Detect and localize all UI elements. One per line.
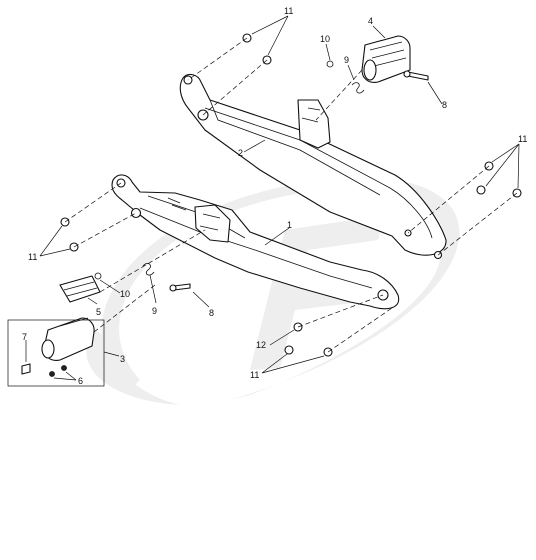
callout-11: 11 [284, 6, 293, 16]
callout-3: 3 [120, 354, 125, 364]
alignment-lines [64, 37, 518, 353]
callout-10: 10 [120, 289, 130, 299]
callout-7: 7 [22, 332, 27, 342]
callout-11: 11 [250, 370, 259, 380]
callout-8: 8 [442, 100, 447, 110]
callout-2: 2 [238, 148, 243, 158]
callout-8: 8 [209, 308, 214, 318]
footpeg-upper [361, 35, 411, 83]
callout-11: 11 [518, 134, 527, 144]
footpeg-rubber [59, 275, 101, 303]
callout-leaders [25, 15, 520, 381]
callout-12: 12 [256, 340, 266, 350]
callout-1: 1 [287, 220, 292, 230]
callout-10: 10 [320, 34, 330, 44]
callout-11: 11 [28, 252, 37, 262]
callout-4: 4 [368, 16, 373, 26]
lower-footrest-bracket [111, 174, 400, 310]
callout-labels: 11 4 10 9 8 2 11 1 11 10 9 8 5 7 3 6 12 … [22, 6, 527, 386]
callout-9: 9 [152, 306, 157, 316]
detail-box [7, 319, 105, 387]
callout-5: 5 [96, 307, 101, 317]
callout-9: 9 [344, 55, 349, 65]
upper-footrest-bracket [179, 73, 447, 260]
footpeg-lower [41, 317, 95, 361]
callout-6: 6 [78, 376, 83, 386]
